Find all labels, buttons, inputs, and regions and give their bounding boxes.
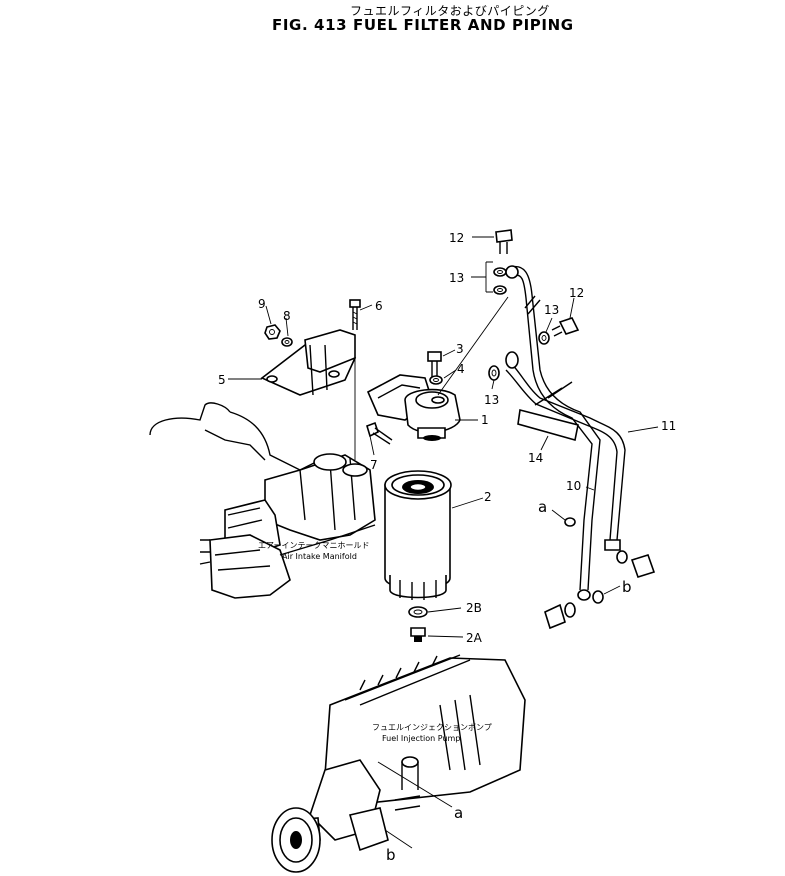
callout-11: 11 <box>661 419 676 433</box>
callout-6: 6 <box>375 299 383 313</box>
banjo-bolt-12-top <box>495 229 513 254</box>
callout-2A: 2A <box>466 631 483 645</box>
nut-9 <box>264 324 281 340</box>
manifold-caption: Air Intake Manifold <box>282 552 357 561</box>
fuel-injection-pump: フュエルインジェクションポンプ Fuel Injection Pump <box>271 654 526 873</box>
callout-a-lower: a <box>454 804 463 822</box>
washer-8 <box>281 337 293 347</box>
callout-14: 14 <box>528 451 543 465</box>
callout-13-head: 13 <box>484 393 499 407</box>
drain-plug-2A <box>410 627 426 642</box>
eye-bolt-right <box>616 550 656 578</box>
callout-b-lower: b <box>386 846 396 864</box>
bolt-7 <box>366 421 393 445</box>
pump-caption: Fuel Injection Pump <box>382 734 460 743</box>
air-intake-manifold: エアーインテークマニホールド Air Intake Manifold <box>149 402 376 599</box>
callout-13-top: 13 <box>449 271 464 285</box>
gasket-13-right <box>538 331 550 345</box>
bracket <box>260 329 357 396</box>
washer-4 <box>429 375 443 385</box>
callout-12-right: 12 <box>569 286 584 300</box>
callout-3: 3 <box>456 342 464 356</box>
gasket-2B <box>408 606 428 618</box>
callout-a-upper: a <box>538 498 547 516</box>
bolt-3 <box>427 351 442 378</box>
eye-bolt-lower <box>544 590 604 630</box>
callout-1: 1 <box>481 413 489 427</box>
filter-head <box>366 374 461 441</box>
callout-13-right: 13 <box>544 303 559 317</box>
bolt-6 <box>349 299 361 330</box>
callout-10: 10 <box>566 479 581 493</box>
clip <box>524 295 541 315</box>
banjo-bolt-12-right <box>551 317 580 337</box>
washer-a <box>564 517 576 527</box>
callout-2: 2 <box>484 490 492 504</box>
callout-b-upper: b <box>622 578 632 596</box>
figure-title-japanese: フュエルフィルタおよびパイピング <box>350 4 550 18</box>
gasket-13-head <box>488 365 500 381</box>
callout-9: 9 <box>258 297 266 311</box>
callout-2B: 2B <box>466 601 482 615</box>
gasket-13-top <box>493 267 507 295</box>
callout-8: 8 <box>283 309 291 323</box>
manifold-caption-japanese: エアーインテークマニホールド <box>258 541 370 550</box>
callout-12-top: 12 <box>449 231 464 245</box>
fuel-filter-cartridge <box>384 470 452 600</box>
fuel-pipe-11 <box>505 351 626 551</box>
fuel-pipe-10 <box>505 265 601 601</box>
callout-7: 7 <box>370 458 378 472</box>
pipe-clamp-14 <box>517 381 579 442</box>
callout-4: 4 <box>457 362 465 376</box>
callout-5: 5 <box>218 373 226 387</box>
leader-lines <box>228 236 659 849</box>
figure-title: FIG. 413 FUEL FILTER AND PIPING <box>272 16 574 34</box>
pump-caption-japanese: フュエルインジェクションポンプ <box>372 723 492 732</box>
